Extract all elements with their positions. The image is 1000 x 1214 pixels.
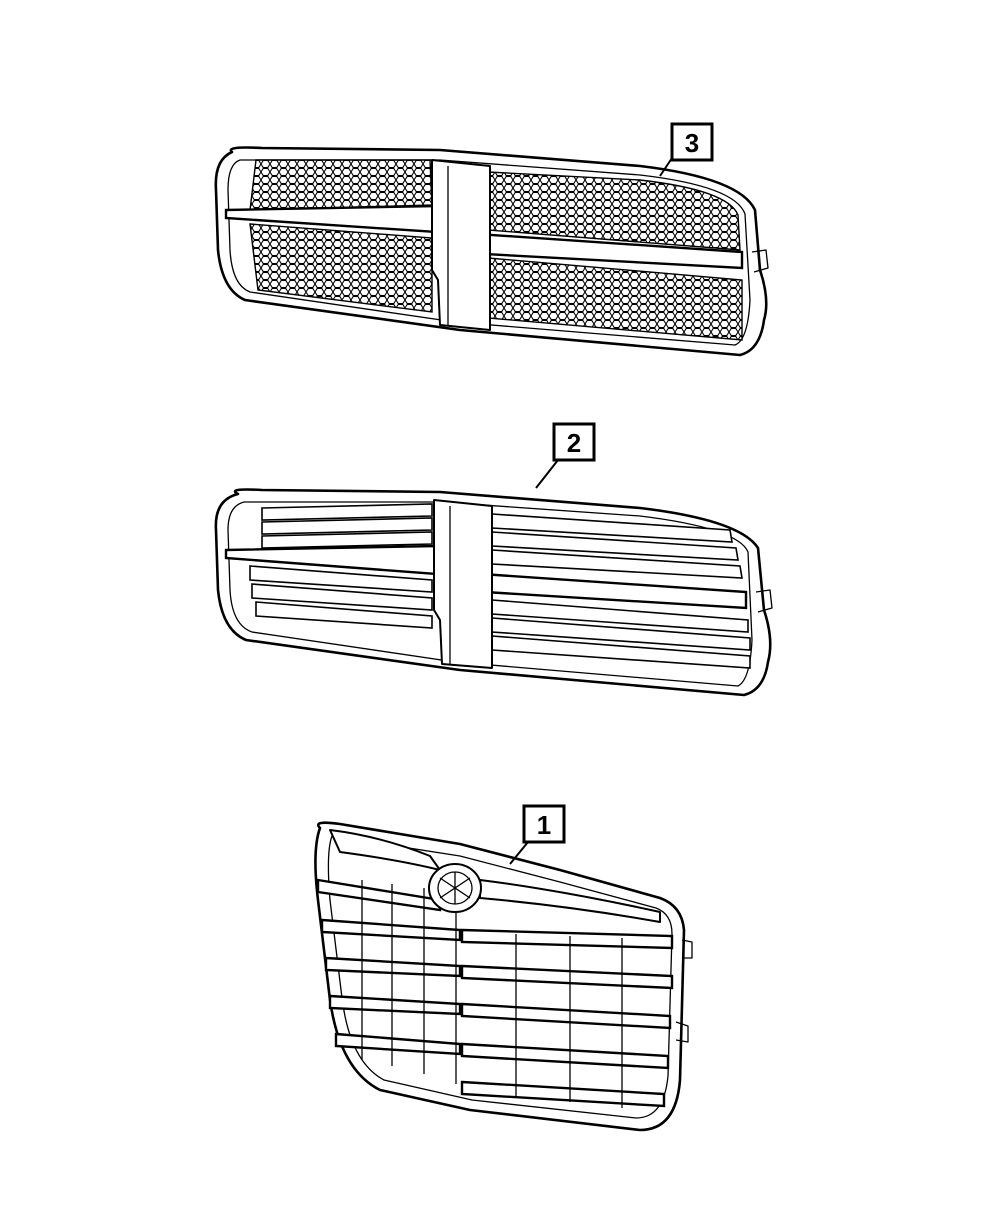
callout-3-label: 3	[685, 128, 699, 158]
callout-2: 2	[535, 422, 596, 489]
slats-lower-left	[249, 565, 433, 629]
slats-upper-left	[261, 503, 433, 549]
grille-part-3	[214, 146, 769, 357]
grille-part-1	[314, 821, 693, 1132]
callout-2-label: 2	[567, 428, 581, 458]
grille-part-2	[214, 488, 773, 697]
callout-1: 1	[509, 804, 566, 865]
callout-3: 3	[659, 122, 714, 177]
mesh-lower-left	[249, 223, 433, 313]
slats-upper-right	[491, 513, 743, 579]
mesh-upper-left	[249, 159, 433, 211]
slats-lower-right	[491, 599, 751, 669]
callout-1-label: 1	[537, 810, 551, 840]
emblem	[428, 863, 482, 913]
vertical-posts	[361, 880, 623, 1108]
mesh-upper-right	[487, 171, 741, 251]
